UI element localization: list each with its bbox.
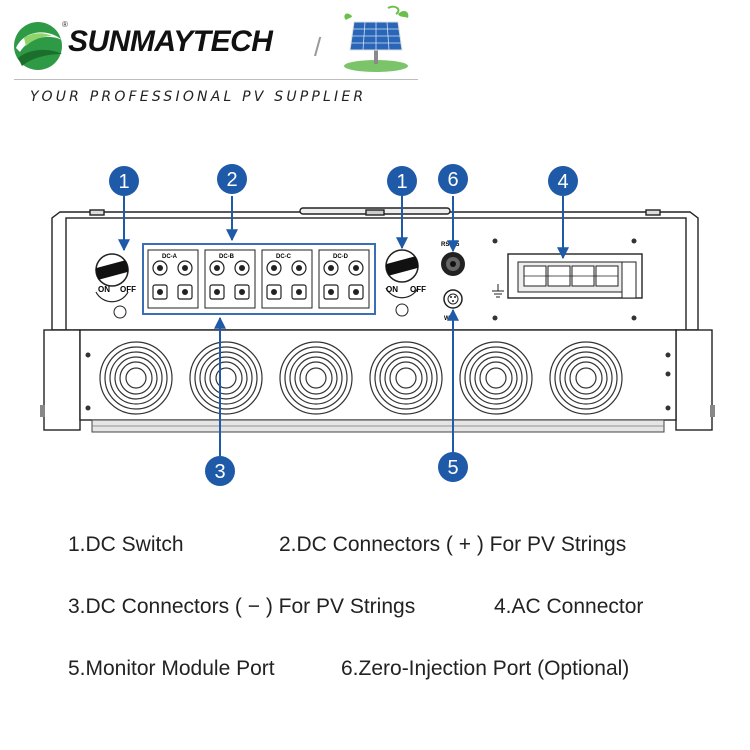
callout-badge-3: 3 [205, 456, 235, 486]
svg-text:2: 2 [226, 169, 237, 191]
callout-badge-1-left: 1 [109, 166, 139, 196]
ac-connector [492, 238, 643, 321]
callout-badge-6: 6 [438, 164, 468, 194]
switch-on-label: ON [98, 285, 110, 294]
dc-connector-block-d: DC-D [318, 249, 370, 309]
fan-icon [459, 341, 533, 415]
legend-item-4: 4.AC Connector [494, 595, 644, 618]
legend-item-6: 6.Zero-Injection Port (Optional) [341, 657, 630, 680]
dc-connector-block-b: DC-B [204, 249, 256, 309]
svg-text:4: 4 [557, 171, 568, 193]
rs485-label: RS485 [441, 242, 460, 248]
fan-icon [549, 341, 623, 415]
separator: / [314, 32, 322, 62]
dc-d-label: DC-D [333, 254, 349, 260]
callout-badge-1-right: 1 [387, 166, 417, 196]
fan-icon [279, 341, 353, 415]
registered-mark: ® [62, 20, 68, 29]
dc-connector-block-a: DC-A [147, 249, 199, 309]
switch-off-label: OFF [410, 285, 426, 294]
wifi-label: WiFi [444, 316, 457, 322]
header: ® SUNMAYTECH / YOUR PROFESSIONAL PV SUPP… [0, 0, 750, 112]
inverter-diagram: ON OFF ON OFF DC-A DC-B DC-C [40, 164, 715, 486]
callout-badge-4: 4 [548, 166, 578, 196]
fan-icon [369, 341, 443, 415]
dc-connector-block-c: DC-C [261, 249, 313, 309]
svg-text:3: 3 [214, 461, 225, 483]
dc-b-label: DC-B [219, 254, 235, 260]
header-rule [14, 79, 418, 80]
svg-text:1: 1 [118, 171, 129, 193]
svg-text:5: 5 [447, 457, 458, 479]
sunmaytech-logo-icon [14, 22, 62, 70]
callout-badge-5: 5 [438, 452, 468, 482]
dc-switch-right: ON OFF [385, 249, 426, 317]
legend-item-3: 3.DC Connectors ( − ) For PV Strings [68, 595, 416, 618]
callout-badge-2: 2 [217, 164, 247, 194]
solar-panel-icon [344, 5, 409, 72]
fan-icon [99, 341, 173, 415]
dc-switch-left: ON OFF [95, 253, 136, 319]
svg-text:6: 6 [447, 169, 458, 191]
dc-a-label: DC-A [162, 254, 178, 260]
legend-item-2: 2.DC Connectors ( + ) For PV Strings [279, 533, 627, 556]
switch-off-label: OFF [120, 285, 136, 294]
legend-item-5: 5.Monitor Module Port [68, 657, 275, 680]
legend-item-1: 1.DC Switch [68, 533, 184, 556]
dc-c-label: DC-C [276, 254, 292, 260]
svg-text:1: 1 [396, 171, 407, 193]
dc-connector-group [142, 243, 376, 315]
ground-icon [492, 284, 504, 298]
tagline: YOUR PROFESSIONAL PV SUPPLIER [30, 89, 367, 105]
brand-name: SUNMAYTECH [68, 25, 273, 58]
switch-on-label: ON [386, 285, 398, 294]
